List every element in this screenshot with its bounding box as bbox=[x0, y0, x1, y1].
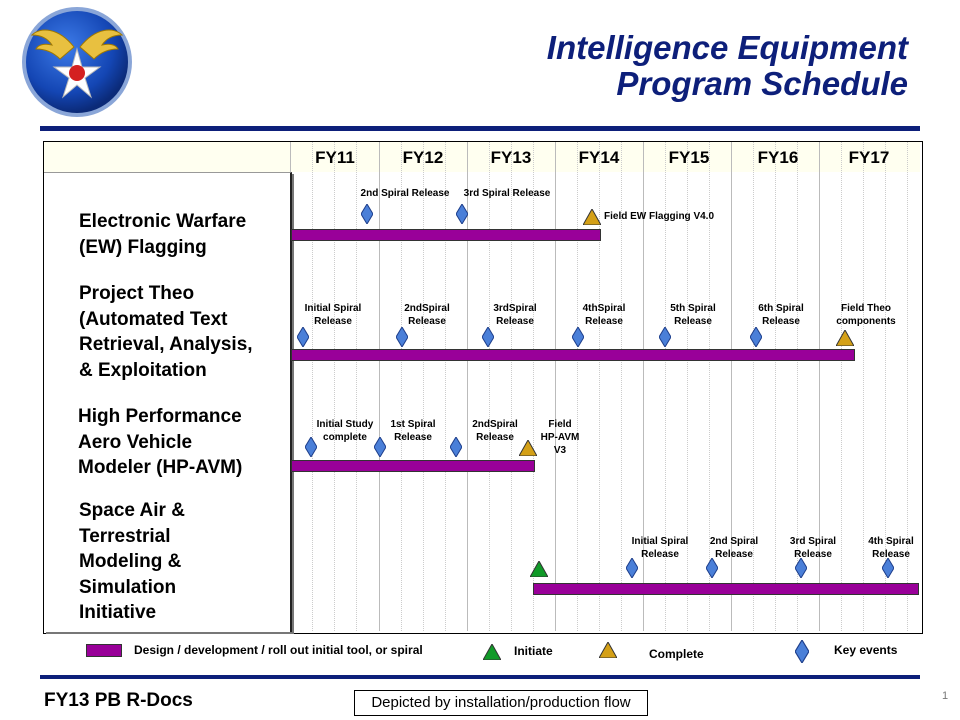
triangle-icon bbox=[836, 330, 854, 346]
event-label: 2ndSpiral Release bbox=[472, 419, 518, 443]
gridline bbox=[467, 142, 468, 631]
program-label-ew: Electronic Warfare (EW) Flagging bbox=[79, 211, 247, 258]
diamond-icon bbox=[659, 327, 671, 347]
event-label: Initial Study complete bbox=[316, 419, 374, 443]
gridline bbox=[709, 142, 710, 631]
triangle-icon bbox=[530, 561, 548, 577]
diamond-icon bbox=[795, 558, 807, 578]
gridline bbox=[379, 142, 380, 631]
gridline bbox=[555, 142, 556, 631]
diamond-icon bbox=[456, 204, 468, 224]
gridline bbox=[423, 142, 424, 631]
fy-header: FY14 bbox=[578, 148, 620, 167]
gridline bbox=[863, 142, 864, 631]
event-label: 2nd Spiral Release bbox=[709, 536, 759, 560]
diamond-icon bbox=[626, 558, 638, 578]
page-number: 1 bbox=[942, 690, 949, 702]
diamond-icon bbox=[706, 558, 718, 578]
diamond-icon bbox=[374, 437, 386, 457]
gridline bbox=[885, 142, 886, 631]
triangle-icon bbox=[483, 644, 501, 660]
program-label-hpavm: High Performance Aero Vehicle Modeler (H… bbox=[78, 406, 243, 478]
gridline bbox=[665, 142, 666, 631]
legend-complete-label: Complete bbox=[649, 647, 704, 661]
event-label: 5th Spiral Release bbox=[670, 303, 716, 327]
legend-bar-swatch bbox=[86, 644, 122, 657]
diamond-icon bbox=[482, 327, 494, 347]
footer-doc-label: FY13 PB R-Docs bbox=[44, 690, 193, 711]
gridline bbox=[753, 142, 754, 631]
gridline bbox=[334, 142, 335, 631]
gridline bbox=[312, 142, 313, 631]
event-label: Field HP-AVM V3 bbox=[540, 419, 580, 456]
diamond-icon bbox=[572, 327, 584, 347]
event-label: 3rd Spiral Release bbox=[463, 188, 551, 199]
diamond-icon bbox=[795, 640, 809, 663]
program-label-panel bbox=[44, 172, 292, 632]
event-label: 3rdSpiral Release bbox=[493, 303, 537, 327]
event-label: 4thSpiral Release bbox=[582, 303, 626, 327]
event-label: 4th Spiral Release bbox=[868, 536, 914, 560]
gridline bbox=[599, 142, 600, 631]
program-label-theo: Project Theo (Automated Text Retrieval, … bbox=[79, 283, 253, 381]
gridline bbox=[489, 142, 490, 631]
fy-header: FY11 bbox=[315, 148, 355, 167]
event-label: Initial Spiral Release bbox=[631, 536, 689, 560]
triangle-icon bbox=[583, 209, 601, 225]
program-label-satmsi: Space Air & Terrestrial Modeling & Simul… bbox=[79, 500, 185, 623]
title-line-2: Program Schedule bbox=[616, 65, 908, 102]
gridline bbox=[445, 142, 446, 631]
triangle-icon bbox=[599, 642, 617, 658]
legend-bar-label: Design / development / roll out initial … bbox=[134, 643, 423, 657]
footer-note-box: Depicted by installation/production flow bbox=[354, 690, 648, 716]
gridline bbox=[687, 142, 688, 631]
gridline bbox=[841, 142, 842, 631]
gridline bbox=[356, 142, 357, 631]
diamond-icon bbox=[396, 327, 408, 347]
gridline bbox=[731, 142, 732, 631]
event-label: 1st Spiral Release bbox=[390, 419, 436, 443]
event-label: Initial Spiral Release bbox=[304, 303, 362, 327]
schedule-bar-hpavm bbox=[291, 460, 535, 472]
gridline bbox=[797, 142, 798, 631]
diamond-icon bbox=[882, 558, 894, 578]
top-rule bbox=[40, 126, 920, 131]
schedule-bar-satmsi bbox=[533, 583, 919, 595]
bottom-rule bbox=[40, 675, 920, 679]
gridline bbox=[819, 142, 820, 631]
diamond-icon bbox=[361, 204, 373, 224]
gridline bbox=[511, 142, 512, 631]
title-line-1: Intelligence Equipment bbox=[546, 29, 908, 66]
fy-header: FY16 bbox=[757, 148, 799, 167]
gridline bbox=[907, 142, 908, 631]
diamond-icon bbox=[297, 327, 309, 347]
fiscal-year-header-band bbox=[44, 142, 920, 172]
fy-header: FY13 bbox=[490, 148, 532, 167]
fy-header: FY17 bbox=[848, 148, 890, 167]
diamond-icon bbox=[750, 327, 762, 347]
gridline bbox=[533, 142, 534, 631]
event-label: 6th Spiral Release bbox=[758, 303, 804, 327]
fy-header: FY12 bbox=[402, 148, 444, 167]
schedule-bar-theo bbox=[291, 349, 855, 361]
air-force-emblem bbox=[22, 7, 132, 117]
diamond-icon bbox=[450, 437, 462, 457]
page-title: Intelligence Equipment Program Schedule bbox=[547, 30, 908, 102]
gridline bbox=[401, 142, 402, 631]
gridline bbox=[621, 142, 622, 631]
schedule-bar-ew bbox=[291, 229, 601, 241]
triangle-icon bbox=[519, 440, 537, 456]
event-label: Field Theo components bbox=[836, 303, 896, 327]
gridline bbox=[775, 142, 776, 631]
legend-initiate-label: Initiate bbox=[514, 644, 553, 658]
legend-key-events-label: Key events bbox=[834, 643, 898, 657]
fy-header: FY15 bbox=[668, 148, 710, 167]
event-label: Field EW Flagging V4.0 bbox=[604, 211, 715, 222]
event-label: 3rd Spiral Release bbox=[789, 536, 837, 560]
diamond-icon bbox=[305, 437, 317, 457]
event-label: 2ndSpiral Release bbox=[404, 303, 450, 327]
gridline bbox=[643, 142, 644, 631]
event-label: 2nd Spiral Release bbox=[360, 188, 450, 199]
gridline bbox=[577, 142, 578, 631]
